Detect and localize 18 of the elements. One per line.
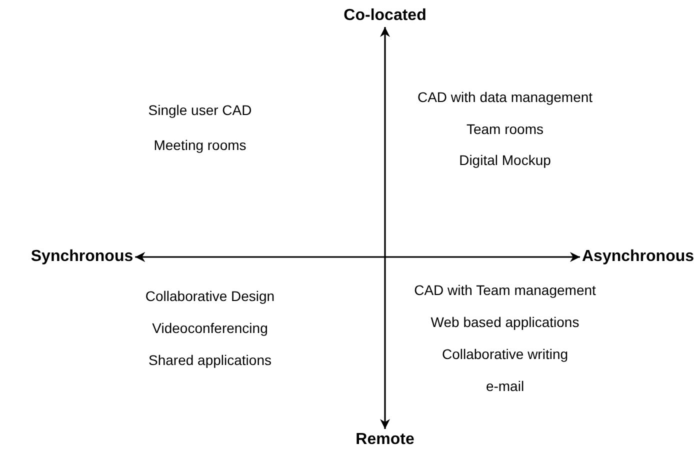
quadrant-item: CAD with Team management	[414, 282, 596, 298]
quadrant-item: Collaborative writing	[442, 346, 568, 362]
quadrant-item: CAD with data management	[417, 89, 593, 105]
double-arrow	[135, 252, 580, 262]
quadrant-item: Team rooms	[466, 121, 544, 137]
quadrant-item: Single user CAD	[148, 102, 252, 118]
axis-label: Synchronous	[30, 248, 134, 266]
axis-label: Co-located	[344, 7, 426, 25]
quadrant-item: Videoconferencing	[152, 320, 268, 336]
quadrant-item: Web based applications	[430, 314, 580, 330]
quadrant-item: e-mail	[486, 378, 524, 394]
double-arrow	[380, 27, 390, 429]
quadrant-item: Shared applications	[148, 352, 272, 368]
axis-label: Remote	[356, 431, 414, 449]
axis-label: Asynchronous	[582, 248, 694, 266]
quadrant-item: Collaborative Design	[145, 288, 275, 304]
quadrant-item: Meeting rooms	[154, 137, 246, 153]
quadrant-item: Digital Mockup	[459, 152, 551, 168]
